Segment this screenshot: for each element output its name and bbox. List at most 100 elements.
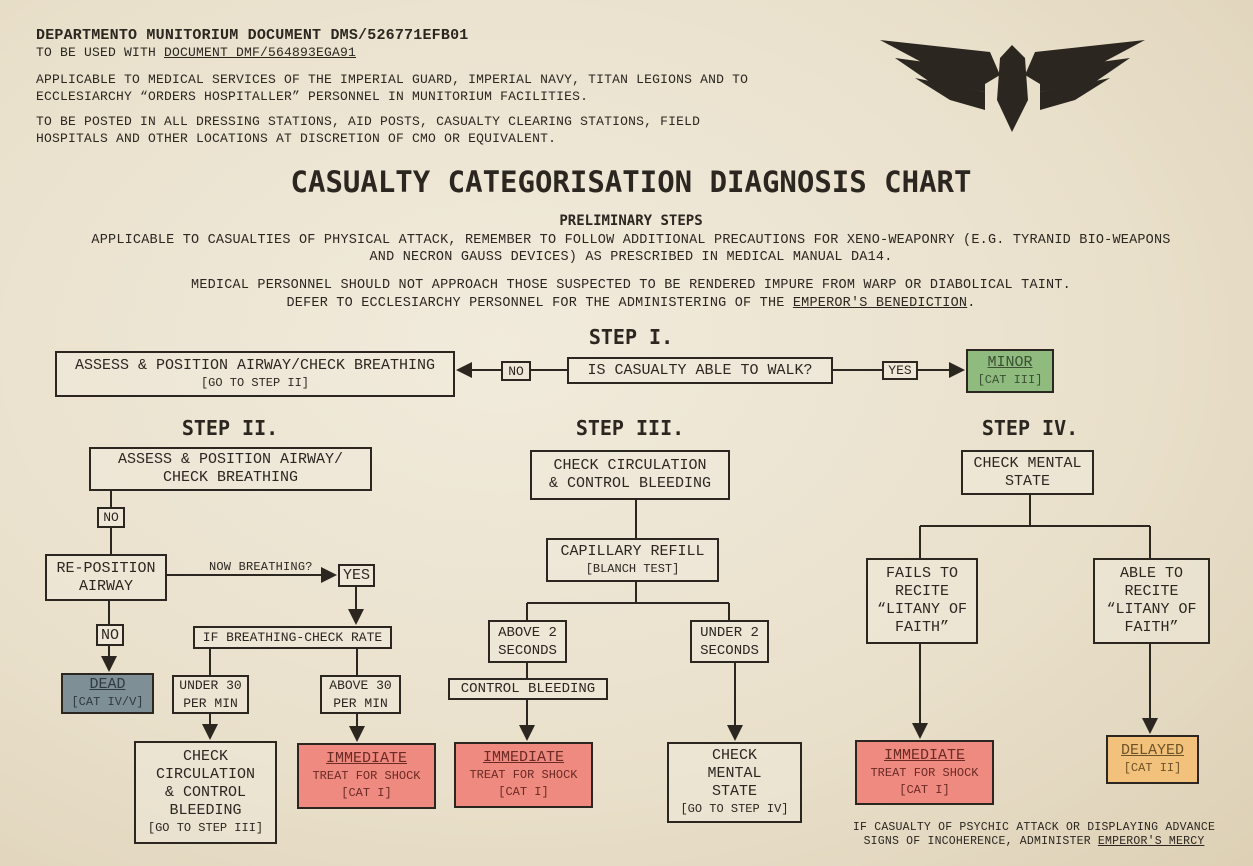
step4-check-line-1: CHECK MENTAL — [973, 454, 1082, 472]
immediate-sub: TREAT FOR SHOCK — [469, 768, 578, 782]
posted-line-1: TO BE POSTED IN ALL DRESSING STATIONS, A… — [36, 114, 701, 129]
step2-no-label-2: NO — [96, 624, 124, 646]
preliminary-line-4-suffix: . — [967, 296, 976, 311]
delayed-outcome-box: DELAYED[CAT II] — [1106, 735, 1199, 784]
above-2-line-2: SECONDS — [498, 642, 557, 659]
above-30-line-2: PER MIN — [333, 695, 388, 711]
under-30-box: UNDER 30 PER MIN — [172, 675, 249, 714]
step1-assess-box: ASSESS & POSITION AIRWAY/CHECK BREATHING… — [55, 351, 455, 397]
step3-check-line-2: & CONTROL BLEEDING — [548, 475, 712, 492]
emperors-mercy-link[interactable]: EMPEROR'S MERCY — [1097, 835, 1205, 848]
minor-outcome-box: MINOR[CAT III] — [966, 349, 1054, 393]
above-30-line-1: ABOVE 30 — [329, 677, 392, 693]
step3-check-line-1: CHECK CIRCULATION — [553, 457, 707, 474]
immediate-label: IMMEDIATE — [482, 749, 564, 766]
reposition-line-2: AIRWAY — [78, 577, 133, 595]
step1-no-label: NO — [501, 361, 531, 381]
capillary-sub: [BLANCH TEST] — [585, 561, 680, 576]
able-line-2: RECITE — [1124, 583, 1179, 600]
step-3-title: STEP III. — [575, 416, 685, 440]
step4-check-line-2: STATE — [1004, 472, 1050, 490]
minor-cat: [CAT III] — [977, 372, 1043, 387]
mental-line-1: CHECK — [711, 747, 757, 764]
check-circ-line-3: & CONTROL — [164, 784, 246, 801]
step2-assess-line-2: CHECK BREATHING — [162, 469, 299, 486]
applicable-line-2: ECCLESIARCHY “ORDERS HOSPITALLER” PERSON… — [36, 89, 589, 104]
preliminary-line-4-prefix: DEFER TO ECCLESIARCHY PERSONNEL FOR THE … — [286, 296, 793, 311]
footnote-line-1: IF CASUALTY OF PSYCHIC ATTACK OR DISPLAY… — [852, 821, 1216, 834]
step2-assess-line-1: ASSESS & POSITION AIRWAY/ — [117, 451, 344, 468]
minor-label: MINOR — [987, 353, 1033, 371]
step2-yes-label: YES — [338, 564, 375, 587]
page-title: CASUALTY CATEGORISATION DIAGNOSIS CHART — [290, 165, 972, 199]
preliminary-heading: PRELIMINARY STEPS — [559, 213, 703, 229]
immediate-label: IMMEDIATE — [883, 746, 965, 764]
dead-label: DEAD — [89, 676, 126, 693]
preliminary-line-1: APPLICABLE TO CASUALTIES OF PHYSICAL ATT… — [91, 233, 1171, 248]
check-rate-box: IF BREATHING-CHECK RATE — [193, 626, 392, 649]
able-line-1: ABLE TO — [1119, 565, 1183, 582]
control-bleeding-text: CONTROL BLEEDING — [460, 681, 596, 697]
step1-question-text: IS CASUALTY ABLE TO WALK? — [587, 361, 813, 379]
check-circ-line-2: CIRCULATION — [155, 766, 256, 783]
above-2-line-1: ABOVE 2 — [498, 624, 557, 641]
under-30-line-1: UNDER 30 — [179, 677, 242, 693]
footnote-line-2: SIGNS OF INCOHERENCE, ADMINISTER EMPEROR… — [864, 835, 1205, 848]
applicable-line-1: APPLICABLE TO MEDICAL SERVICES OF THE IM… — [36, 72, 749, 87]
step1-yes-label: YES — [882, 361, 918, 380]
under-2-line-2: SECONDS — [700, 642, 759, 659]
step-1-title: STEP I. — [588, 325, 674, 349]
check-rate-text: IF BREATHING-CHECK RATE — [202, 629, 383, 645]
above-30-box: ABOVE 30 PER MIN — [320, 675, 401, 714]
fails-line-4: FAITH” — [894, 619, 949, 636]
immediate-label: IMMEDIATE — [325, 750, 407, 767]
control-bleeding-box: CONTROL BLEEDING — [448, 678, 608, 700]
use-with-prefix: TO BE USED WITH — [36, 45, 165, 60]
posted-line-2: HOSPITALS AND OTHER LOCATIONS AT DISCRET… — [36, 131, 557, 146]
reposition-line-1: RE-POSITION — [56, 559, 156, 577]
step1-question-box: IS CASUALTY ABLE TO WALK? — [567, 357, 833, 384]
mental-line-2: MENTAL — [707, 765, 762, 782]
footnote-prefix: SIGNS OF INCOHERENCE, ADMINISTER — [863, 835, 1098, 848]
step-4-title: STEP IV. — [981, 416, 1079, 440]
able-line-3: “LITANY OF — [1106, 601, 1197, 618]
preliminary-line-3: MEDICAL PERSONNEL SHOULD NOT APPROACH TH… — [191, 278, 1071, 293]
able-line-4: FAITH” — [1124, 619, 1179, 636]
document-id: DEPARTMENTO MUNITORIUM DOCUMENT DMS/5267… — [36, 27, 469, 44]
related-document-link[interactable]: DOCUMENT DMF/564893EGA91 — [164, 45, 357, 60]
check-circ-line-4: BLEEDING — [169, 802, 242, 819]
fails-line-2: RECITE — [894, 583, 949, 600]
step3-check-circulation-box: CHECK CIRCULATION& CONTROL BLEEDING — [530, 450, 730, 500]
now-breathing-label: NOW BREATHING? — [209, 560, 313, 574]
check-circ-line-1: CHECK — [182, 748, 228, 765]
step-2-title: STEP II. — [181, 416, 279, 440]
preliminary-line-4: DEFER TO ECCLESIARCHY PERSONNEL FOR THE … — [286, 296, 975, 311]
delayed-cat: [CAT II] — [1123, 761, 1182, 775]
emperors-benediction-link[interactable]: EMPEROR'S BENEDICTION — [792, 296, 968, 311]
immediate-sub: TREAT FOR SHOCK — [870, 765, 979, 780]
preliminary-line-2: AND NECRON GAUSS DEVICES) AS PRESCRIBED … — [369, 250, 893, 265]
mental-line-3: STATE — [711, 783, 757, 800]
step2-no-label-1: NO — [97, 507, 125, 528]
immediate-cat: [CAT I] — [341, 786, 392, 800]
check-circ-sub: [GO TO STEP III] — [147, 821, 264, 835]
fails-line-3: “LITANY OF — [876, 601, 967, 618]
step1-assess-text: ASSESS & POSITION AIRWAY/CHECK BREATHING — [74, 356, 436, 374]
dead-outcome-box: DEAD [CAT IV/V] — [61, 673, 154, 714]
under-2-line-1: UNDER 2 — [700, 624, 759, 641]
dead-cat: [CAT IV/V] — [71, 695, 144, 709]
under-30-line-2: PER MIN — [183, 695, 238, 711]
use-with-line: TO BE USED WITH DOCUMENT DMF/564893EGA91 — [36, 45, 356, 60]
fails-line-1: FAILS TO — [885, 565, 958, 582]
mental-sub: [GO TO STEP IV] — [680, 802, 789, 816]
step2-assess-box: ASSESS & POSITION AIRWAY/CHECK BREATHING — [89, 447, 372, 491]
